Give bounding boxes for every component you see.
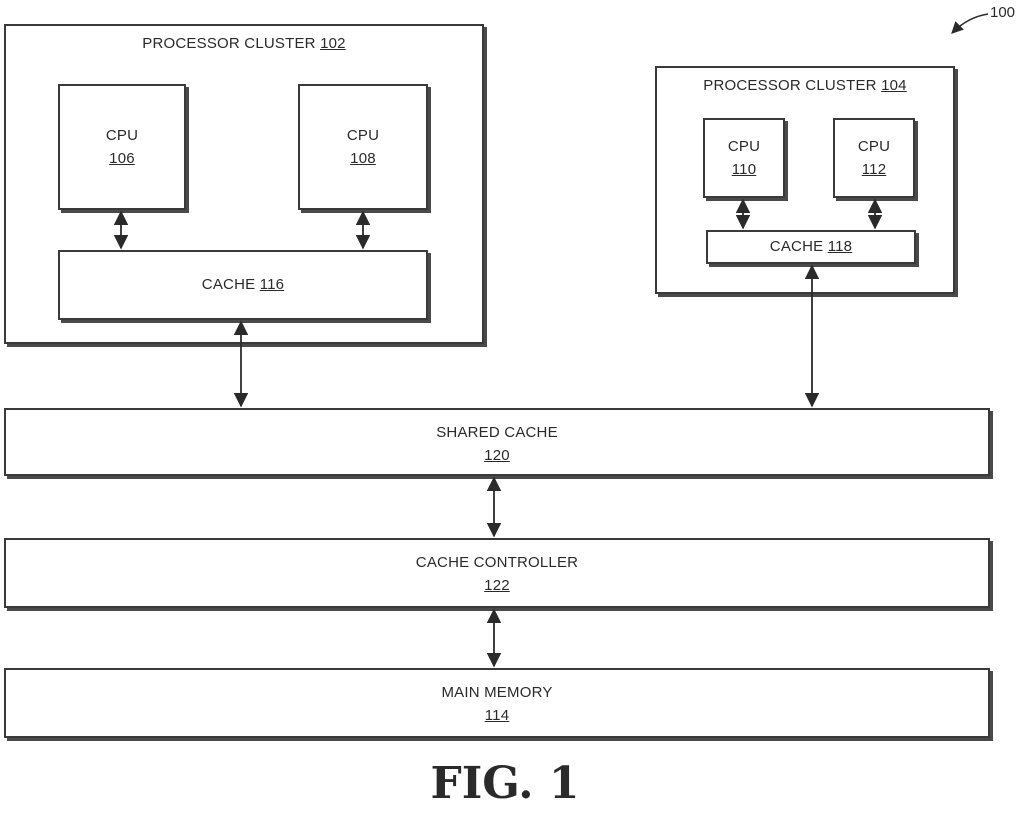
cpu-112: CPU 112 (833, 118, 915, 198)
cluster-102-title: PROCESSOR CLUSTER 102 (142, 35, 346, 52)
cpu-112-label: CPU (857, 138, 891, 155)
cpu-110-ref: 110 (731, 161, 757, 178)
cpu-108-ref: 108 (350, 150, 376, 167)
cpu-110: CPU 110 (703, 118, 785, 198)
cache-118-label: CACHE 118 (769, 238, 853, 255)
cpu-106-ref: 106 (109, 150, 135, 167)
cpu-108: CPU 108 (298, 84, 428, 210)
shared-cache-label: SHARED CACHE (436, 424, 558, 441)
shared-cache-120: SHARED CACHE 120 (4, 408, 990, 476)
figure-reference-number: 100 (990, 4, 1016, 21)
figure-ref-leader (951, 13, 989, 34)
main-memory-ref: 114 (484, 707, 510, 724)
cache-controller-122: CACHE CONTROLLER 122 (4, 538, 990, 608)
cache-116-label: CACHE 116 (201, 276, 285, 293)
main-memory-114: MAIN MEMORY 114 (4, 668, 990, 738)
cache-118: CACHE 118 (706, 230, 916, 264)
cache-controller-ref: 122 (484, 577, 510, 594)
cpu-108-label: CPU (346, 127, 380, 144)
cpu-106: CPU 106 (58, 84, 186, 210)
shared-cache-ref: 120 (484, 447, 510, 464)
main-memory-label: MAIN MEMORY (441, 684, 553, 701)
cache-controller-label: CACHE CONTROLLER (415, 554, 579, 571)
figure-caption: FIG. 1 (430, 758, 580, 809)
cluster-104-title: PROCESSOR CLUSTER 104 (703, 77, 907, 94)
cache-116: CACHE 116 (58, 250, 428, 320)
cpu-112-ref: 112 (861, 161, 887, 178)
cpu-110-label: CPU (727, 138, 761, 155)
cpu-106-label: CPU (105, 127, 139, 144)
